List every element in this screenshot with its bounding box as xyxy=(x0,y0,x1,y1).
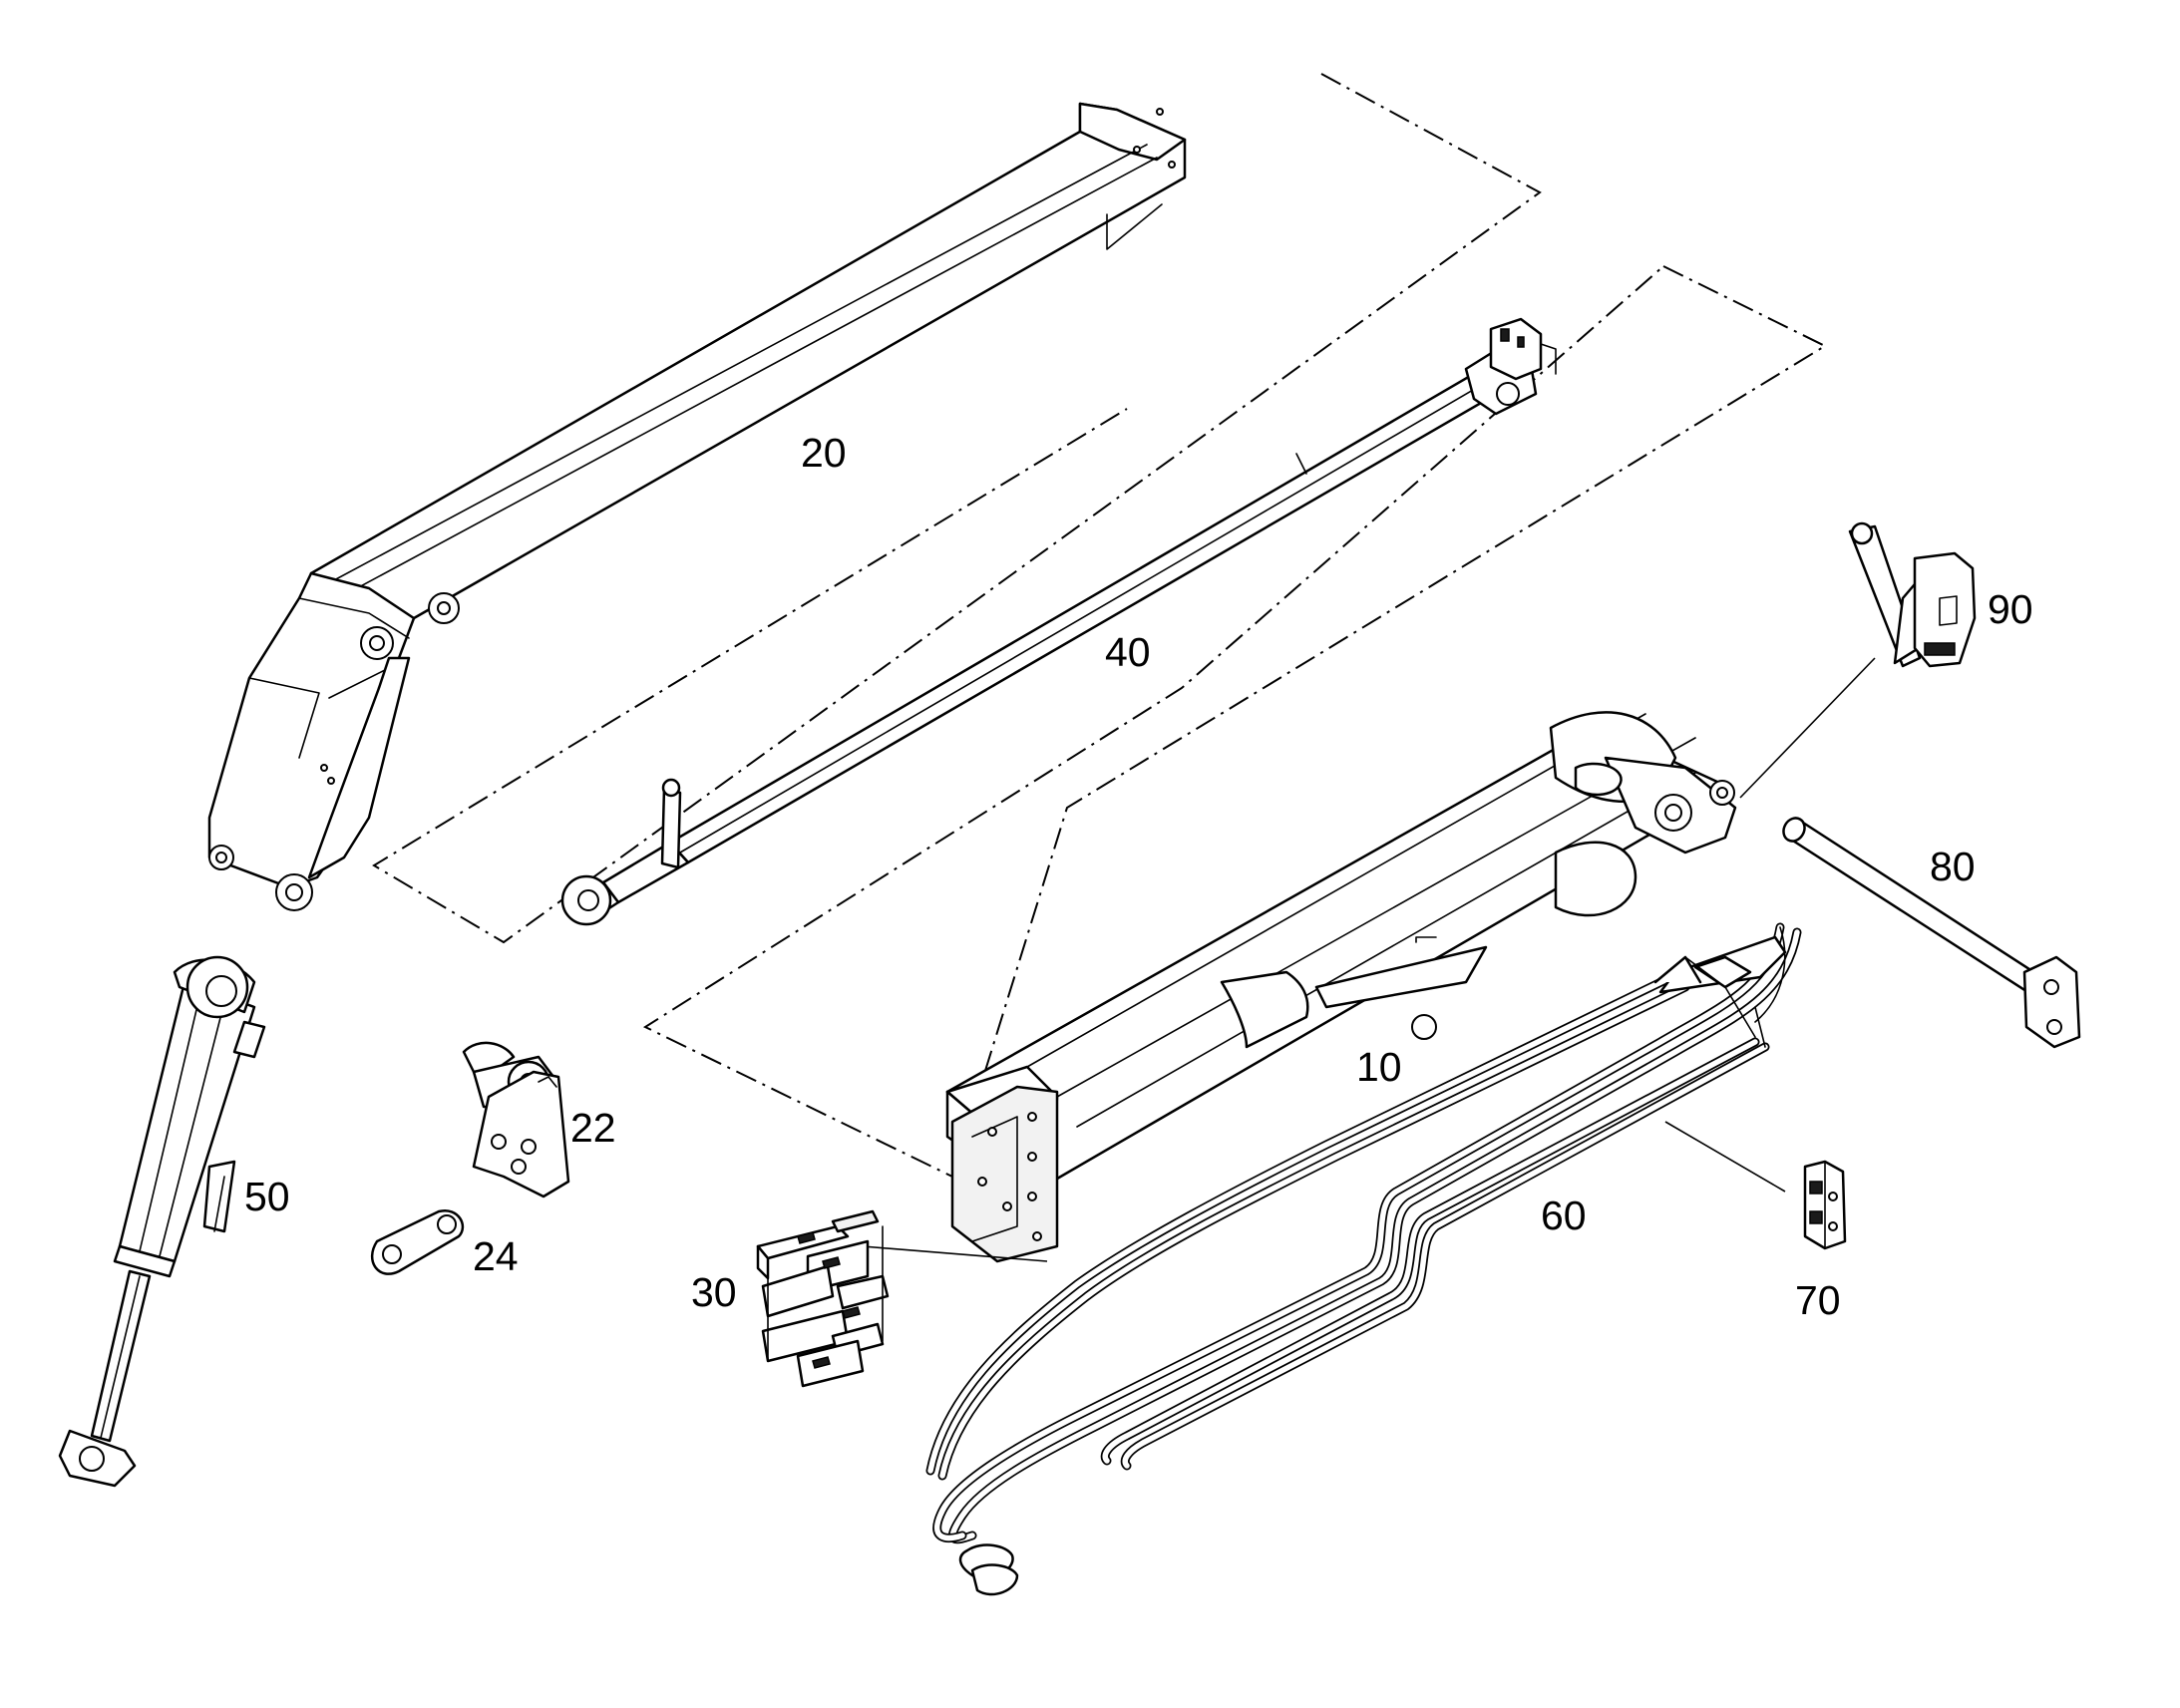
part-30-slide-pads[interactable] xyxy=(756,1209,890,1388)
part-90-sensor-bracket[interactable] xyxy=(1739,521,1977,799)
part-22-link-bracket[interactable] xyxy=(462,1041,570,1198)
callout-24: 24 xyxy=(473,1233,519,1279)
part-60-hose-package[interactable] xyxy=(925,922,1802,1596)
part-80-pivot-pin[interactable] xyxy=(1779,815,2081,1049)
part-40-extension-cylinder[interactable] xyxy=(560,317,1557,926)
callout-60: 60 xyxy=(1541,1193,1587,1238)
part-24-small-link[interactable] xyxy=(370,1208,465,1275)
callout-22: 22 xyxy=(570,1105,616,1151)
part-20-outer-boom[interactable] xyxy=(207,102,1187,911)
callout-20: 20 xyxy=(801,430,847,476)
callout-40: 40 xyxy=(1105,629,1151,675)
callout-80: 80 xyxy=(1930,844,1976,889)
part-50-lift-cylinder[interactable] xyxy=(58,955,266,1488)
part-10-base-boom[interactable] xyxy=(862,711,1737,1263)
callout-10: 10 xyxy=(1356,1044,1402,1090)
assembly-envelope-upper xyxy=(372,73,1542,944)
callout-50: 50 xyxy=(244,1174,290,1219)
callout-90: 90 xyxy=(1988,586,2033,632)
callout-70: 70 xyxy=(1795,1277,1841,1323)
callout-30: 30 xyxy=(691,1269,737,1315)
part-70-clamp-bracket[interactable] xyxy=(1803,1160,1847,1250)
